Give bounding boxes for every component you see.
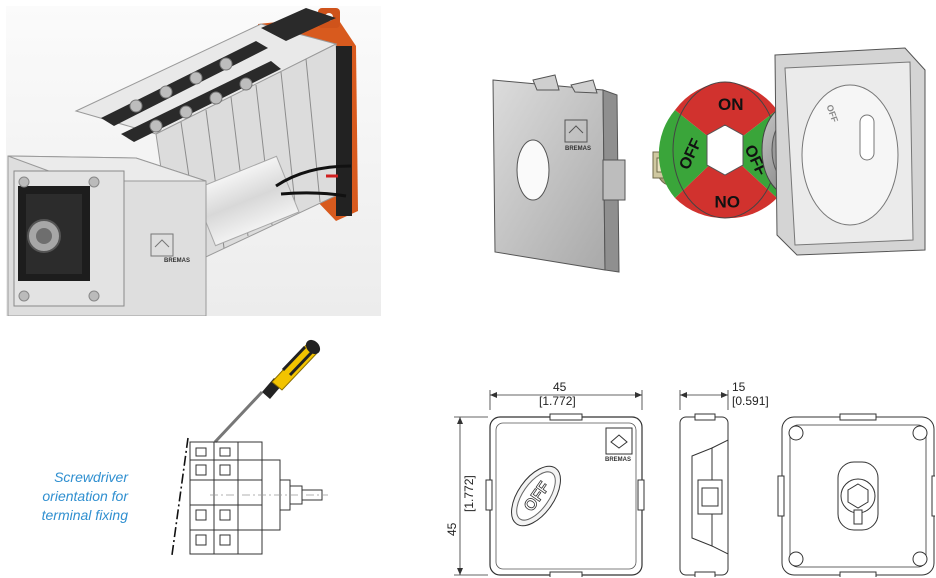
exploded-view-illustration: BREMAS ON OFF ON OFF OFF [485,20,930,285]
depth-mm-label: 15 [732,380,746,394]
assembled-switch-photo: BREMAS [6,6,381,316]
height-in-label: [1.772] [462,475,476,512]
rear-view [777,413,935,577]
cover-brand-label: BREMAS [565,146,591,152]
front-view-brand: BREMAS [605,457,631,463]
photo-brand-label: BREMAS [164,258,190,264]
caption-line-2: orientation for [42,488,128,504]
legend-bottom: ON [715,192,741,211]
side-view [679,413,729,577]
height-mm-label: 45 [445,522,459,536]
width-in-label: [1.772] [539,394,576,408]
width-mm-label: 45 [553,380,567,394]
depth-in-label: [0.591] [732,394,769,408]
legend-top: ON [718,95,744,114]
screwdriver-orientation-drawing [150,330,350,575]
caption-line-3: terminal fixing [41,507,128,523]
screwdriver-icon [213,339,321,444]
dimension-drawings: 45 [1.772] 45 [1.772] OFF BREMAS [440,370,935,577]
screwdriver-caption: Screwdriver orientation for terminal fix… [20,468,128,525]
caption-line-1: Screwdriver [54,469,128,485]
front-view: OFF BREMAS [485,413,645,577]
